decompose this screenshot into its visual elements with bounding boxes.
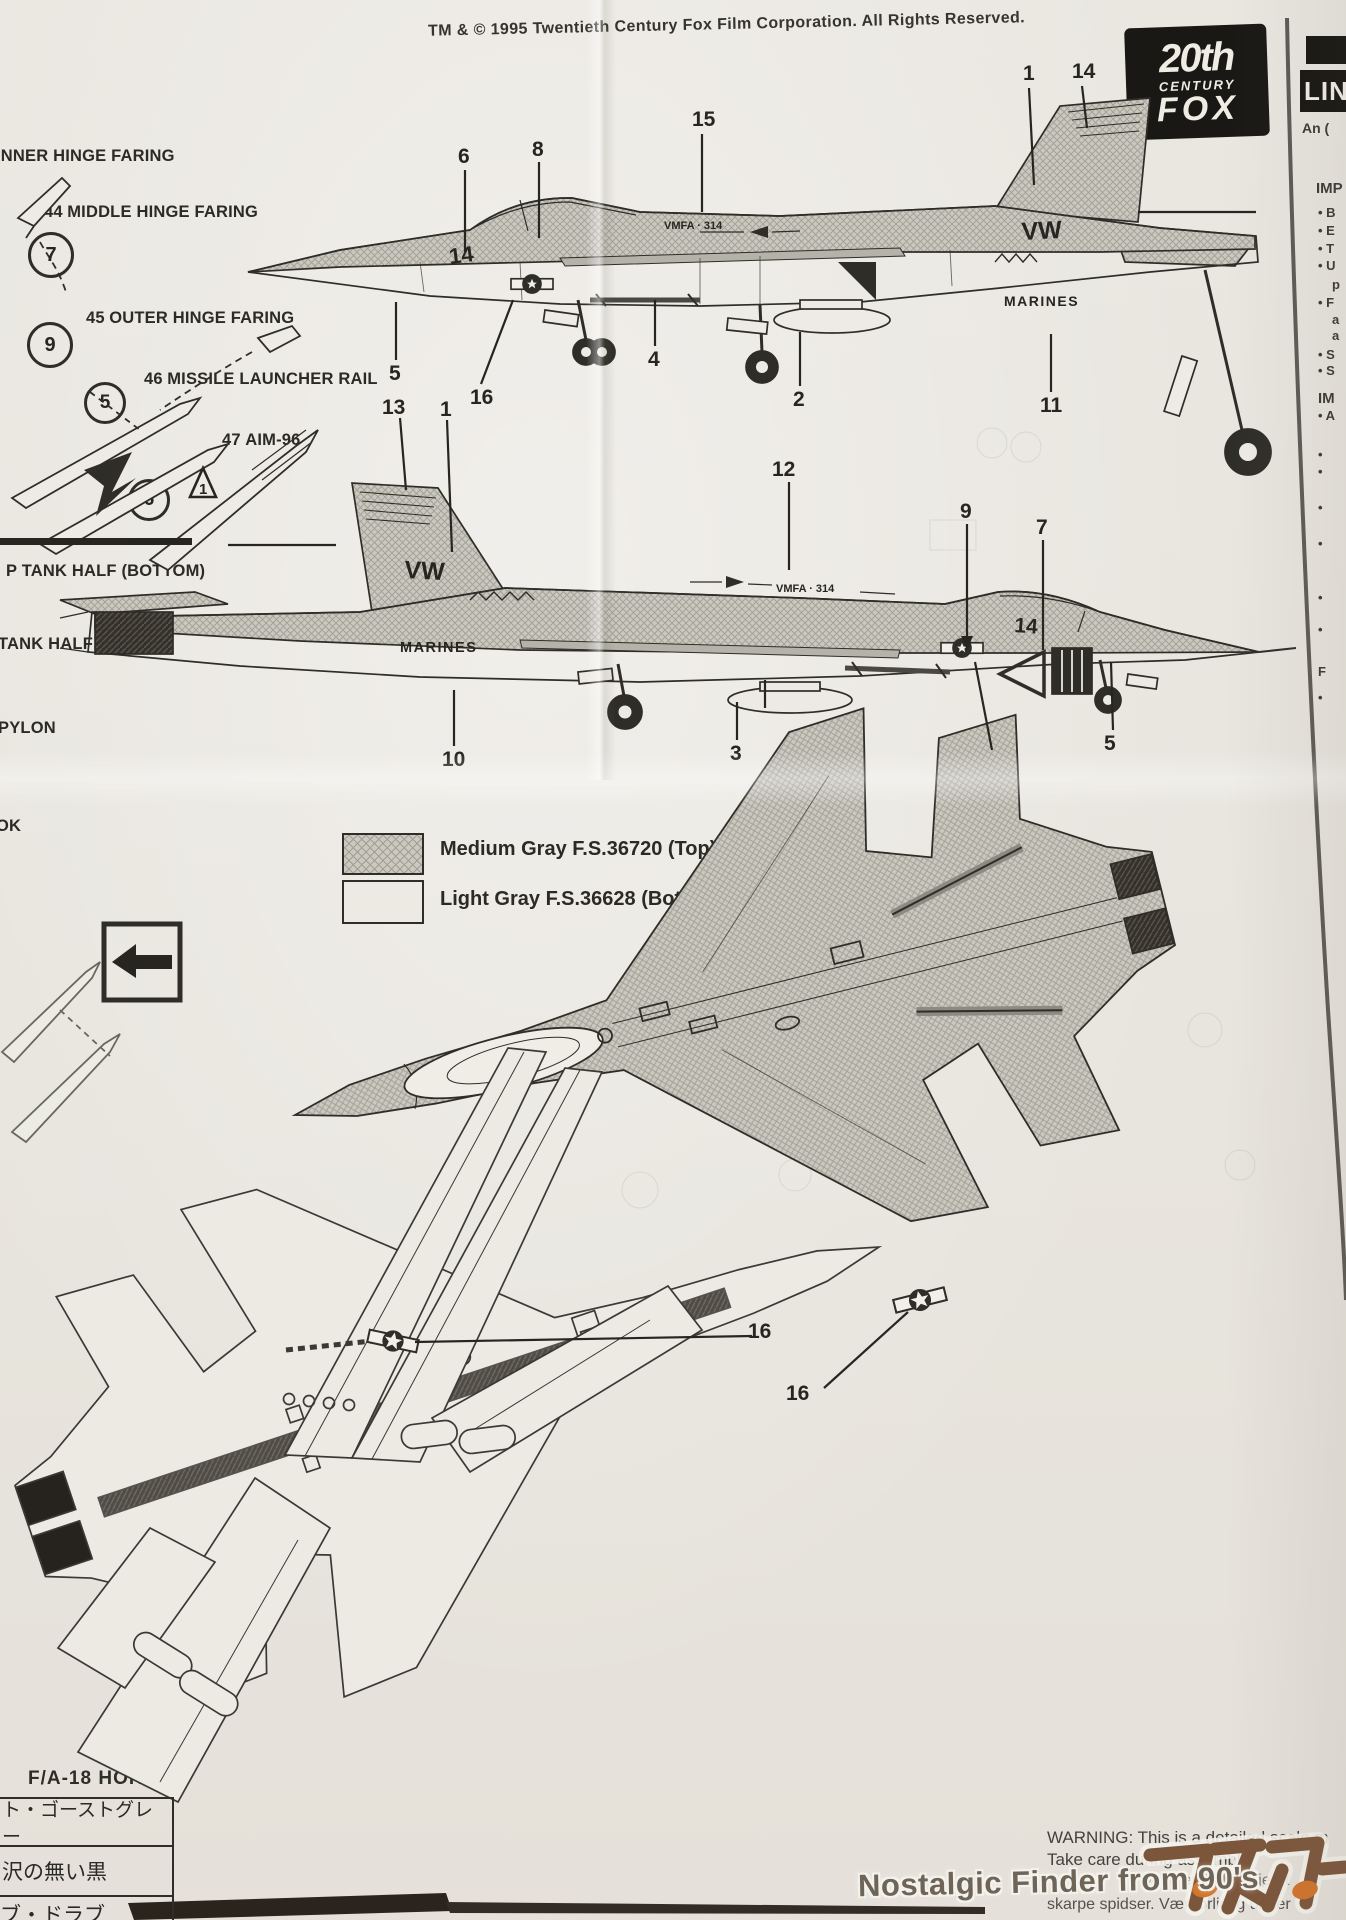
- callout-9: 9: [960, 500, 972, 523]
- important-heading-fragment: IMP: [1316, 180, 1343, 197]
- rc-frag: •: [1318, 590, 1323, 605]
- bottom-plan-view: [0, 1002, 962, 1804]
- part-label: MIDDLE HINGE FARING: [67, 203, 259, 221]
- star-insignia-side1: [510, 274, 554, 294]
- parts-sketches: [0, 176, 319, 1144]
- callout-13: 13: [382, 396, 406, 419]
- paint-name-olive-drab: ブ・ドラブ: [0, 1903, 105, 1920]
- callout-4: 4: [648, 348, 660, 371]
- part-label: OUTER HINGE FARING: [109, 309, 295, 327]
- paint-name-ghost-gray: ト・ゴーストグレー: [2, 1799, 154, 1848]
- rc-frag: a: [1332, 328, 1340, 343]
- part-row-launcher-rail: 46 MISSILE LAUNCHER RAIL: [144, 370, 378, 389]
- callout-7: 7: [1036, 516, 1048, 539]
- page-fold: [1285, 17, 1346, 1301]
- tail-code-side1: VW: [1021, 216, 1063, 246]
- callout-11: 11: [1040, 394, 1063, 417]
- rc-frag: • F: [1318, 295, 1335, 310]
- callout-8: 8: [532, 138, 544, 161]
- masthead-bar: [1306, 36, 1346, 64]
- rc-frag: •: [1318, 536, 1323, 551]
- rc-frag: F: [1318, 664, 1326, 679]
- katakana-logo: [1139, 1832, 1346, 1919]
- light-gray-swatch: [342, 880, 424, 924]
- part-label: MISSILE LAUNCHER RAIL: [167, 370, 378, 388]
- callout-1b: 1: [440, 398, 452, 421]
- paint-table: ト・ゴーストグレー 沢の無い黒 ブ・ドラブ: [0, 1797, 174, 1920]
- rc-frag: • E: [1318, 223, 1335, 238]
- callout-5b: 5: [1104, 732, 1116, 755]
- paint-table-row: ト・ゴーストグレー: [0, 1799, 172, 1848]
- an-company-fragment: An (: [1302, 120, 1330, 136]
- part-number: 46: [144, 370, 163, 388]
- part-row-outer-hinge: 45 OUTER HINGE FARING: [86, 309, 294, 328]
- table-edge-shadow: [128, 1893, 985, 1920]
- rc-frag: •: [1318, 690, 1323, 705]
- paint-name-flat-black: 沢の無い黒: [2, 1860, 107, 1884]
- warning-triangle-icon: 1: [187, 464, 219, 499]
- rc-frag: • U: [1318, 258, 1336, 273]
- paint-table-row: ブ・ドラブ: [0, 1897, 172, 1920]
- balloon-9: 9: [27, 322, 73, 368]
- rc-frag: • T: [1318, 241, 1335, 256]
- callout-12: 12: [772, 458, 796, 481]
- warning-triangle-number: 1: [199, 481, 207, 498]
- callout-1: 1: [1023, 62, 1035, 85]
- rc-frag: • S: [1318, 347, 1335, 362]
- rc-frag: • A: [1318, 408, 1336, 423]
- squadron-marking-side2: VMFA · 314: [776, 583, 835, 595]
- rc-frag: •: [1318, 447, 1323, 462]
- callout-14: 14: [1072, 60, 1096, 83]
- modex-marking-side1: 14: [448, 241, 476, 269]
- star-insignia-top-view: [891, 1281, 949, 1319]
- brand-logo-fragment: LIN: [1300, 70, 1346, 112]
- rc-heading2-fragment: IM: [1318, 390, 1335, 407]
- squadron-marking-side1: VMFA · 314: [664, 220, 723, 232]
- callout-5: 5: [389, 362, 401, 385]
- modex-marking-side2: 14: [1014, 614, 1039, 639]
- marines-marking-side1: MARINES: [1004, 293, 1079, 309]
- part-label-pylon: PYLON: [0, 719, 56, 737]
- marines-marking-side2: MARINES: [400, 640, 477, 656]
- part-row-inner-hinge: INNER HINGE FARING: [0, 147, 175, 165]
- rc-frag: •: [1318, 464, 1323, 479]
- tail-code-side2: VW: [404, 556, 446, 586]
- leader-lines: [228, 85, 1256, 1389]
- rc-frag: • S: [1318, 363, 1335, 378]
- legend-medium-gray: Medium Gray F.S.36720 (Top): [440, 838, 717, 860]
- balloon-7: 7: [28, 232, 74, 278]
- rc-frag: •: [1318, 622, 1323, 637]
- medium-gray-swatch: [342, 833, 424, 875]
- part-label-hook: OK: [0, 817, 22, 835]
- part-number: 45: [86, 309, 105, 327]
- legend-light-gray: Light Gray F.S.36628 (Bottom): [440, 888, 725, 910]
- side-view-aircraft-2: VW MARINES VMFA · 314 14: [59, 482, 1297, 730]
- bleed-through-ghosts: [621, 427, 1256, 1209]
- part-label-tank-bottom: P TANK HALF (BOTTOM): [6, 562, 206, 580]
- callout-6: 6: [458, 145, 470, 168]
- callout-2: 2: [793, 388, 805, 411]
- callout-15: 15: [692, 108, 716, 131]
- callout-3: 3: [730, 742, 742, 765]
- rc-frag: • B: [1318, 205, 1336, 220]
- callout-16-wing: 16: [786, 1382, 810, 1405]
- rc-frag: a: [1332, 312, 1340, 327]
- callout-16-fin: 16: [748, 1320, 772, 1343]
- callout-10: 10: [442, 748, 466, 771]
- rc-frag: p: [1332, 277, 1340, 292]
- side-view-aircraft-1: VW MARINES VMFA · 314 14: [247, 97, 1272, 476]
- paint-table-row: 沢の無い黒: [0, 1847, 172, 1897]
- rc-frag: •: [1318, 500, 1323, 515]
- callout-16: 16: [470, 386, 494, 409]
- balloon-5: 5: [84, 382, 126, 424]
